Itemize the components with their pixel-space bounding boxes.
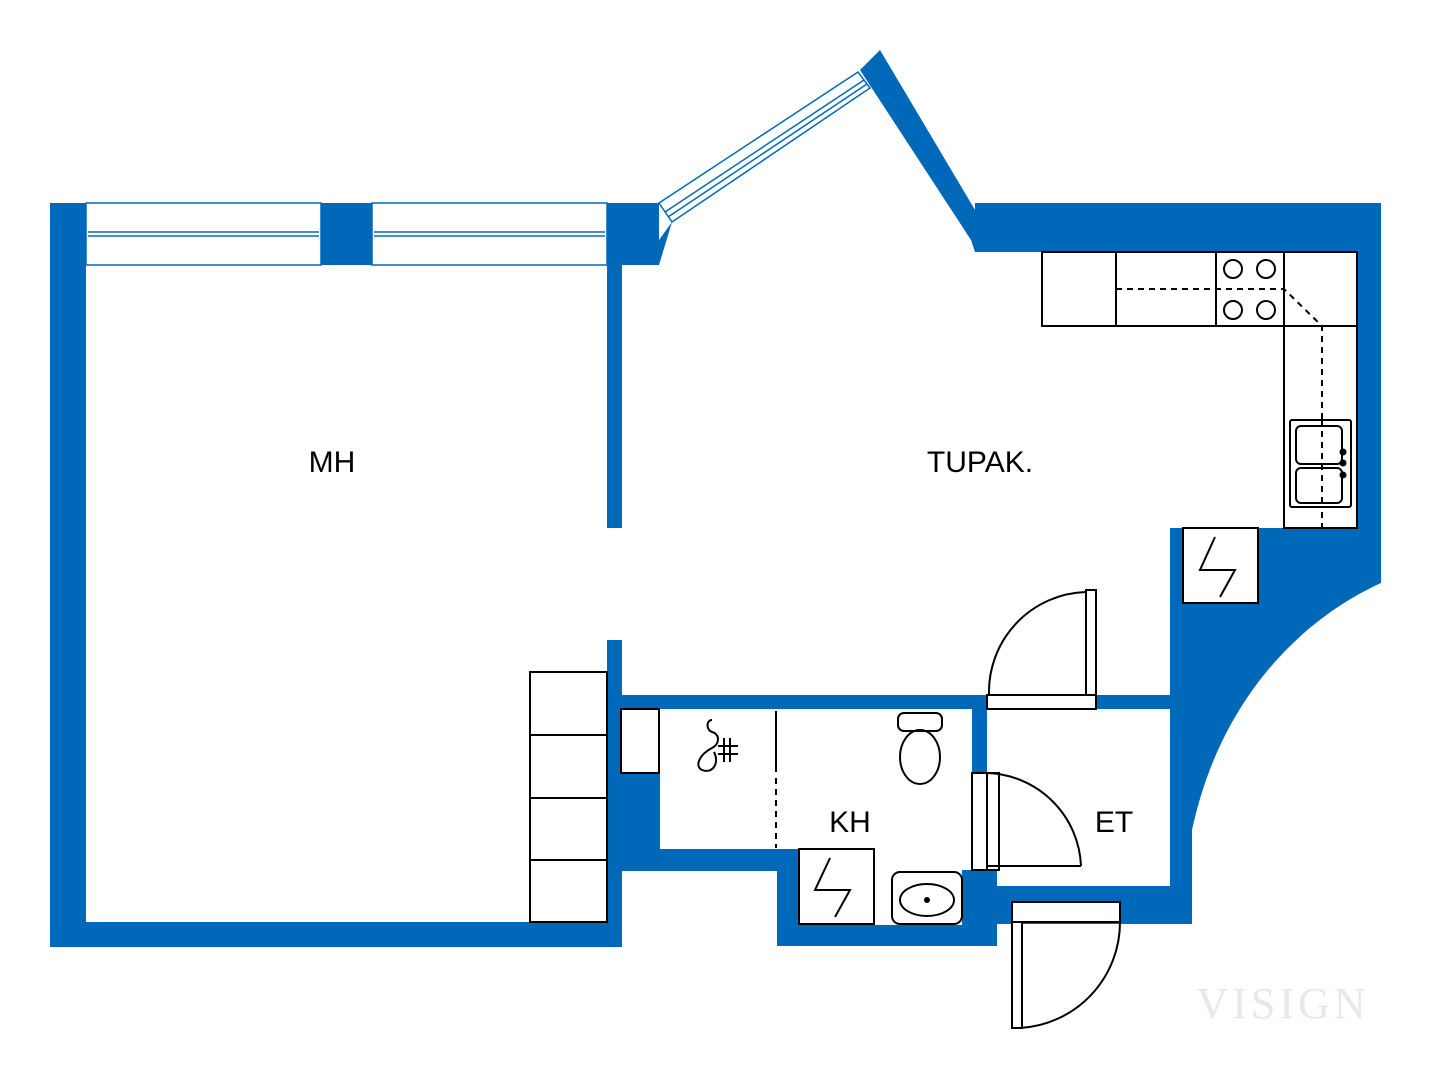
electric-panel-icon — [798, 848, 875, 925]
wall-kitchen-right — [1357, 203, 1381, 583]
counter-top-1 — [1041, 251, 1117, 327]
room-label-mh: MH — [309, 446, 356, 479]
doors — [971, 589, 1122, 1029]
stove-burner-icon — [1223, 259, 1243, 279]
stove-burner-icon — [1256, 259, 1276, 279]
wall-bath-bottom-vert — [777, 849, 799, 946]
washbasin-icon — [891, 871, 963, 925]
wall-diagonal — [860, 50, 1000, 252]
window-mh-left[interactable] — [85, 202, 322, 266]
counter-corner — [1283, 251, 1358, 327]
wall-partition-upper — [607, 203, 622, 528]
watermark: VISIGN — [1196, 979, 1369, 1028]
wall-left — [50, 203, 86, 947]
wall-corner-window — [607, 203, 672, 265]
door-entrance[interactable] — [1011, 901, 1122, 1029]
wall-bottom-mh — [50, 922, 622, 947]
wall-top-left-pier — [50, 203, 86, 265]
windows — [85, 70, 872, 266]
sink-icon — [1289, 419, 1352, 508]
door-et-tupak[interactable] — [986, 589, 1097, 710]
electric-cabinet-bg — [1183, 528, 1258, 603]
bath-cabinet — [620, 708, 660, 774]
wall-bath-bottom — [777, 925, 997, 946]
room-label-tupak: TUPAK. — [927, 446, 1033, 479]
toilet-icon — [897, 712, 943, 785]
wall-et-top — [1096, 695, 1176, 709]
wall-top-mid-pier — [321, 203, 372, 265]
wall-kitchen-top — [975, 203, 1381, 252]
wall-curve — [1170, 528, 1381, 924]
window-diagonal[interactable] — [657, 70, 872, 224]
source-credit: oikotie.fi / asunnot — [6, 1056, 111, 1071]
wall-bath-top — [607, 695, 987, 709]
room-label-kh: KH — [829, 806, 871, 839]
bathroom — [620, 708, 963, 925]
electric-panel-icon — [1182, 527, 1259, 604]
door-bath-et[interactable] — [971, 772, 1082, 871]
shower-icon — [697, 719, 738, 772]
kitchen-cutouts — [1183, 528, 1258, 603]
wall-bath-bottom-left — [622, 849, 792, 871]
wardrobe — [529, 671, 608, 923]
wall-mh-right-lower — [607, 850, 622, 947]
room-label-et: ET — [1095, 806, 1133, 839]
stove-burner-icon — [1256, 300, 1276, 320]
stove-burner-icon — [1223, 300, 1243, 320]
kitchen — [1041, 251, 1358, 604]
window-mh-right[interactable] — [371, 202, 608, 266]
